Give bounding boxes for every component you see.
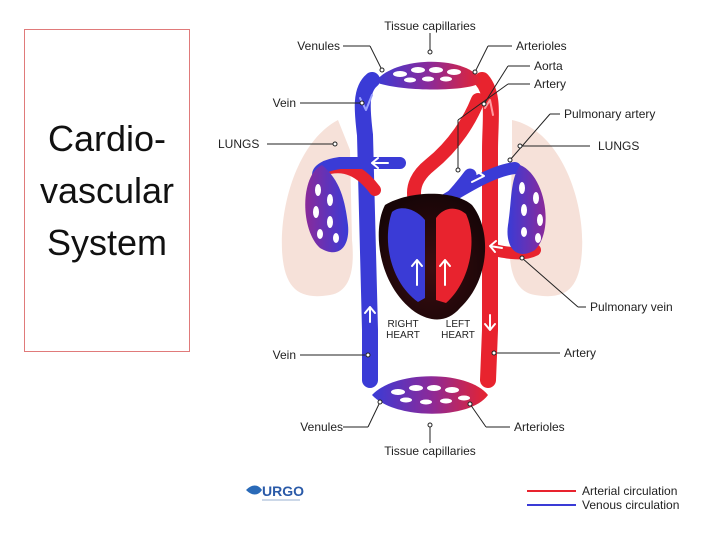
right-heart-chamber [387, 208, 425, 302]
label-artery-top: Artery [534, 77, 566, 91]
flow-arrows [359, 94, 503, 331]
slide-title: Cardio- vascular System [40, 113, 174, 269]
label-left-heart-2: HEART [441, 330, 475, 341]
label-vein-top: Vein [273, 96, 296, 110]
bottom-capillary-bed [372, 376, 488, 414]
urgo-logo: URGO [246, 483, 304, 501]
label-venules-bottom: Venules [300, 420, 343, 434]
label-tissue-capillaries-top: Tissue capillaries [384, 19, 476, 33]
label-left-heart-1: LEFT [446, 319, 470, 330]
title-box: Cardio- vascular System [24, 29, 190, 352]
label-pulmonary-vein: Pulmonary vein [590, 300, 673, 314]
title-line-2: vascular [39, 169, 175, 211]
label-vein-bottom: Vein [273, 348, 296, 362]
leader-dots [332, 49, 525, 428]
heart [378, 193, 486, 320]
right-lung-mesh [519, 182, 543, 243]
label-lungs-left: LUNGS [218, 137, 259, 151]
label-right-heart-1: RIGHT [387, 319, 418, 330]
label-arterioles-top: Arterioles [516, 39, 567, 53]
legend-arterial-label: Arterial circulation [582, 484, 677, 498]
legend: Arterial circulation Venous circulation [527, 484, 679, 512]
title-line-3: System [46, 221, 168, 263]
bottom-capillary-mesh [391, 385, 470, 405]
label-aorta: Aorta [534, 59, 563, 73]
label-artery-bottom: Artery [564, 346, 596, 360]
label-pulmonary-artery: Pulmonary artery [564, 107, 655, 121]
label-venules-top: Venules [297, 39, 340, 53]
top-capillary-mesh [393, 67, 461, 83]
vein-left-loop [354, 72, 380, 388]
top-capillary-bed [375, 61, 482, 90]
label-arterioles-bottom: Arterioles [514, 420, 565, 434]
leader-lines [267, 33, 590, 443]
left-lung-mesh [313, 184, 339, 243]
logo-text: URGO [262, 483, 304, 499]
artery-right-loop [474, 72, 499, 388]
label-right-heart-2: HEART [386, 330, 420, 341]
legend-venous-label: Venous circulation [582, 498, 679, 512]
logo-swoosh-icon [246, 485, 262, 495]
label-tissue-capillaries-bottom: Tissue capillaries [384, 444, 476, 458]
title-line-1: Cardio- [47, 117, 167, 159]
label-lungs-right: LUNGS [598, 139, 639, 153]
